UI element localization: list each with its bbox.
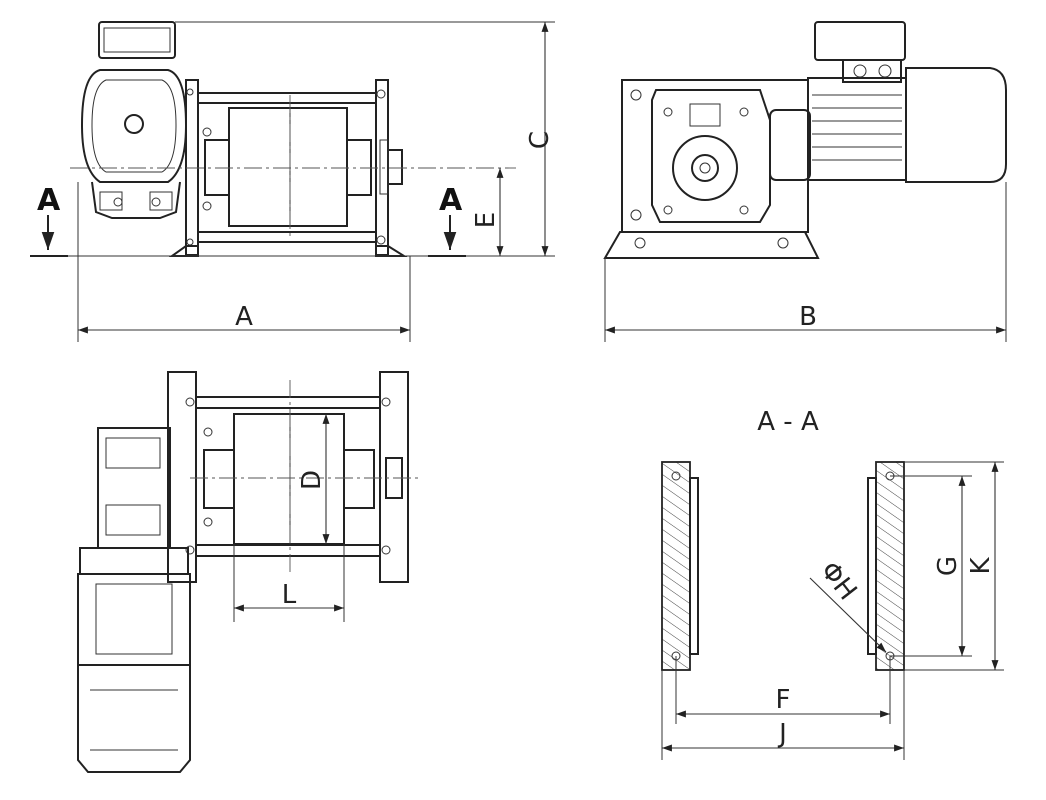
section-mark-right: A xyxy=(439,183,463,218)
top-view: D L xyxy=(77,371,420,773)
dim-k-label: K xyxy=(966,557,996,575)
dim-j-label: J xyxy=(777,719,787,749)
dim-c-label: C xyxy=(525,131,555,149)
dim-g-label: G xyxy=(933,556,963,576)
section-mark-left: A xyxy=(37,183,61,218)
dim-b-label: B xyxy=(799,302,817,332)
dim-f-label: F xyxy=(776,685,791,715)
side-view: B xyxy=(603,21,1007,342)
section-aa: A - A G K ΦH F J xyxy=(661,407,1004,760)
shaft-circle-icon xyxy=(124,114,144,134)
dim-h-label: ΦH xyxy=(814,556,862,606)
dim-e-label: E xyxy=(471,212,501,228)
dim-l-label: L xyxy=(282,580,297,610)
section-title: A - A xyxy=(757,407,819,437)
dim-a-label: A xyxy=(235,302,253,332)
gear-hub-icon xyxy=(672,135,738,201)
front-view: A A C E A xyxy=(30,21,555,342)
dim-d-label: D xyxy=(297,470,327,490)
